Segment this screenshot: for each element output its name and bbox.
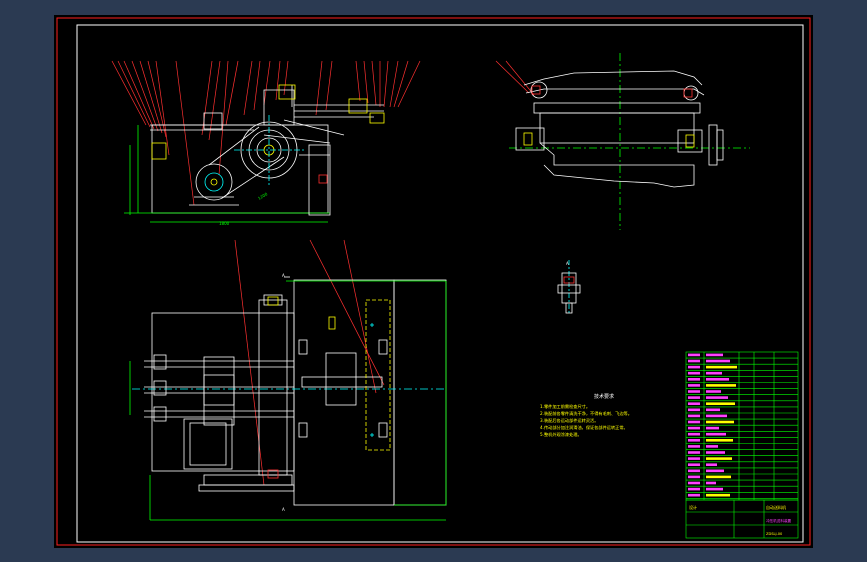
bom-cell-mark xyxy=(706,390,721,393)
bom-cell-mark xyxy=(688,463,700,466)
bom-cell-mark xyxy=(688,384,700,387)
bom-cell-mark xyxy=(706,457,732,460)
bom-cell-mark xyxy=(706,408,720,412)
bom-cell-mark xyxy=(688,475,700,479)
leader-lines-front xyxy=(111,60,421,206)
svg-text:1800: 1800 xyxy=(219,221,230,226)
bom-cell-mark xyxy=(706,414,727,418)
bom-cell-mark xyxy=(706,426,719,430)
note-line: 4.传动部分加注润滑油，保证各部件运转正常。 xyxy=(540,424,628,431)
bom-cell-mark xyxy=(706,402,735,405)
side-view xyxy=(495,53,750,230)
note-line: 2.装配前各零件清洗干净，不得有毛刺、飞边等。 xyxy=(540,410,632,417)
drawing-border xyxy=(56,17,811,546)
bom-cell-mark xyxy=(706,481,716,485)
bom-cell-mark xyxy=(706,469,724,473)
bom-cell-mark xyxy=(706,420,734,424)
note-line: 1.零件加工前需检查尺寸。 xyxy=(540,403,590,410)
bom-cell-mark xyxy=(688,353,700,357)
plan-view: A A xyxy=(129,239,447,521)
svg-text:A: A xyxy=(566,261,569,266)
bom-cell-mark xyxy=(706,384,736,387)
bom-cell-mark xyxy=(688,359,700,363)
title-block-designer: 设计 xyxy=(689,504,697,510)
bom-cell-mark xyxy=(706,396,728,399)
title-block-title: 自动送料机 xyxy=(766,504,786,510)
drawing-canvas: 1800 1200 xyxy=(54,15,813,548)
drawing-inner-frame xyxy=(76,24,804,543)
bom-cell-mark xyxy=(706,359,730,363)
detail-view: A xyxy=(557,260,581,315)
bom-cell-mark xyxy=(706,353,723,357)
bom-cell-mark xyxy=(706,451,725,454)
bom-cell-mark xyxy=(706,432,726,436)
svg-text:A: A xyxy=(282,273,285,278)
bom-cell-mark xyxy=(688,402,700,405)
bom-cell-mark xyxy=(688,408,700,412)
bom-cell-mark xyxy=(706,445,718,448)
bom-cell-mark xyxy=(688,451,700,454)
title-block-subtitle: 冲压机送料装置 xyxy=(766,518,792,523)
bom-cell-mark xyxy=(706,439,733,442)
bom-cell-mark xyxy=(706,371,722,375)
bom-cell-mark xyxy=(688,371,700,375)
bom-cell-mark xyxy=(706,475,731,479)
note-line: 3.装配后各运动部件运转灵活。 xyxy=(540,417,598,424)
notes-heading: 技术要求 xyxy=(594,393,614,400)
bom-cell-mark xyxy=(706,493,730,497)
bom-cell-mark xyxy=(688,457,700,460)
bom-cell-mark xyxy=(688,426,700,430)
bom-cell-mark xyxy=(688,365,700,369)
bom-cell-mark xyxy=(706,378,729,381)
bom-cell-mark xyxy=(706,365,737,369)
bom-cell-mark xyxy=(688,378,700,381)
bom-cell-mark xyxy=(688,469,700,473)
bom-cell-mark xyxy=(688,439,700,442)
front-view: 1800 1200 xyxy=(111,60,421,226)
bom-cell-mark xyxy=(688,493,700,497)
cad-drawing: 1800 1200 xyxy=(56,17,811,546)
bom-cell-mark xyxy=(688,396,700,399)
bom-cell-mark xyxy=(688,487,700,491)
bom-cell-mark xyxy=(688,414,700,418)
technical-notes: 技术要求 1.零件加工前需检查尺寸。 2.装配前各零件清洗干净，不得有毛刺、飞边… xyxy=(540,393,632,438)
bom-cell-mark xyxy=(688,390,700,393)
bom-cell-mark xyxy=(688,432,700,436)
bom-cell-mark xyxy=(688,445,700,448)
svg-text:A: A xyxy=(282,507,285,512)
bom-cell-mark xyxy=(688,420,700,424)
title-block: 设计 自动送料机 冲压机送料装置 ZDSLJ-00 xyxy=(685,499,799,539)
note-line: 5.整机外观涂漆处理。 xyxy=(540,431,582,438)
svg-text:1200: 1200 xyxy=(257,191,269,201)
title-block-drawing-no: ZDSLJ-00 xyxy=(766,532,783,536)
bom-cell-mark xyxy=(706,487,723,491)
bom-cell-mark xyxy=(706,463,717,466)
bill-of-materials xyxy=(685,351,799,501)
bom-cell-mark xyxy=(688,481,700,485)
